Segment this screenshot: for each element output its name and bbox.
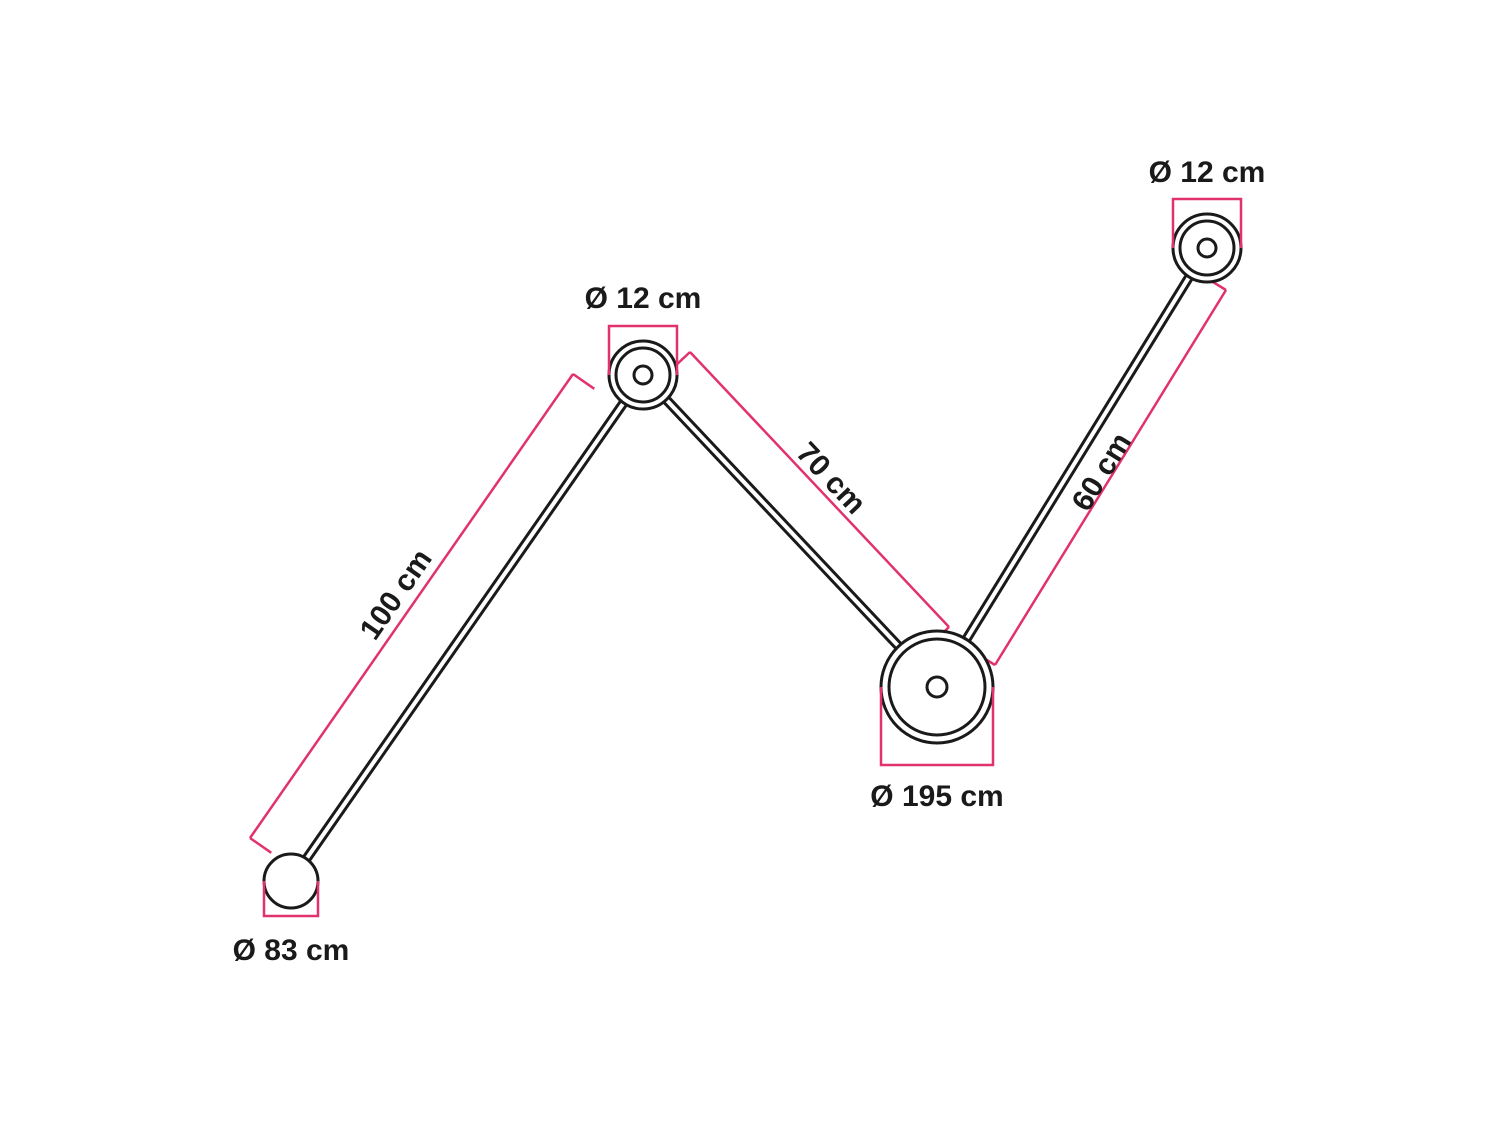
large-joint-hub <box>925 675 949 699</box>
base-ball-circle <box>262 852 320 910</box>
lower-arm-length-label: 100 cm <box>354 543 439 645</box>
upper-middle-joint-hub <box>632 364 654 386</box>
large-lower-joint <box>879 629 995 745</box>
base-ball-joint <box>262 852 320 910</box>
lower-arm-dim-tick-start <box>249 836 273 854</box>
upper-arm-edge-right <box>938 249 1212 690</box>
base-diameter-bracket <box>262 881 320 918</box>
upper-arm-length-label: 60 cm <box>1066 427 1139 517</box>
upper-middle-diameter-label: Ø 12 cm <box>585 282 702 315</box>
lower-arm-edge-top <box>286 372 642 880</box>
middle-arm-edge-top <box>644 371 941 686</box>
dimension-labels: 100 cm 70 cm 60 cm Ø 83 cm Ø 12 cm Ø 195… <box>233 156 1266 967</box>
lower-arm <box>286 372 648 884</box>
middle-arm <box>639 371 941 691</box>
top-right-diameter-bracket <box>1171 197 1243 248</box>
middle-arm-edge-bottom <box>639 376 936 691</box>
lower-arm-dim-tick-end <box>572 372 596 390</box>
top-right-joint <box>1171 212 1243 284</box>
upper-arm-dim-main <box>993 289 1228 666</box>
upper-middle-joint <box>607 339 679 411</box>
large-diameter-label: Ø 195 cm <box>870 780 1003 813</box>
middle-arm-length-label: 70 cm <box>790 436 872 521</box>
large-diameter-bracket <box>879 687 995 767</box>
upper-arm-edge-left <box>932 245 1206 686</box>
top-right-joint-hub <box>1196 237 1218 259</box>
lower-arm-edge-bottom <box>292 376 648 884</box>
base-diameter-label: Ø 83 cm <box>233 934 350 967</box>
diameter-brackets <box>262 197 1243 918</box>
upper-arm <box>932 245 1212 690</box>
lower-arm-dimension-line <box>248 372 596 854</box>
middle-arm-dim-main <box>689 351 950 628</box>
top-right-diameter-label: Ø 12 cm <box>1149 156 1266 189</box>
lower-arm-dim-main <box>248 373 575 839</box>
middle-arm-dimension-line <box>670 351 950 646</box>
upper-middle-diameter-bracket <box>607 324 679 375</box>
